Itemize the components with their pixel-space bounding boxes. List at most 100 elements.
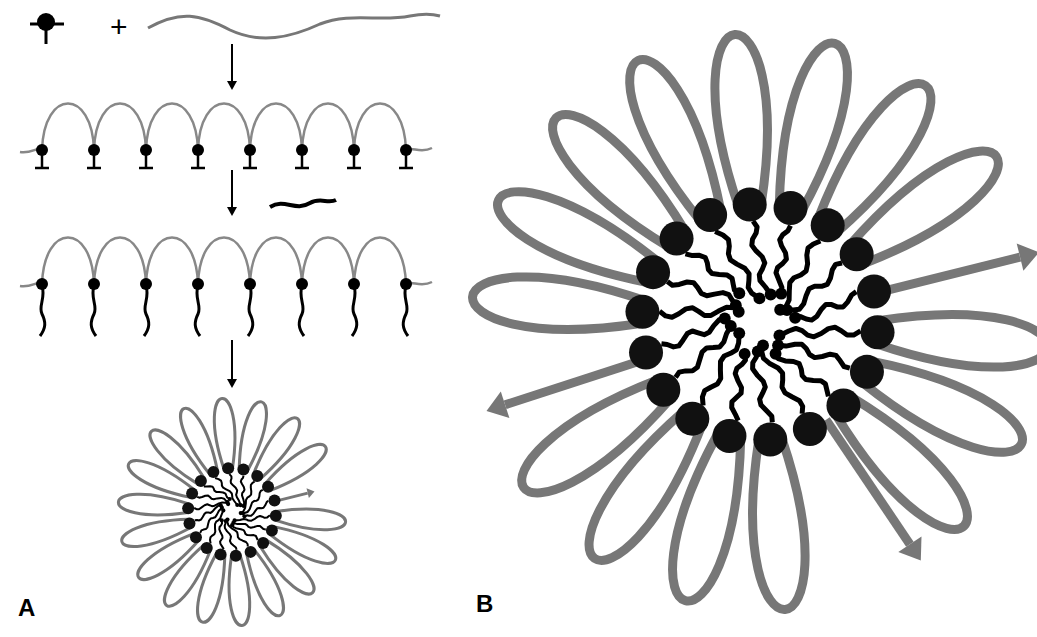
- head-group: [269, 495, 281, 507]
- hydrophobic-tail: [91, 286, 96, 336]
- panel-letter: B: [476, 592, 493, 616]
- monomer-dot: [36, 278, 48, 290]
- head-group: [693, 198, 727, 232]
- corona-loop: [229, 555, 250, 625]
- monomer-dot: [88, 144, 100, 156]
- head-group: [190, 531, 202, 543]
- hydrophobic-tail: [780, 241, 820, 310]
- monomer-stem: [191, 167, 205, 170]
- corona-loop: [118, 494, 188, 515]
- polymer-loops: [20, 104, 432, 153]
- head-group: [826, 388, 860, 422]
- tail-end: [789, 312, 801, 324]
- head-group: [733, 187, 767, 221]
- corona-loop: [630, 60, 721, 221]
- hydrophobic-tail: [215, 478, 237, 505]
- head-group: [195, 475, 207, 487]
- head-group: [850, 355, 884, 389]
- head-group: [186, 487, 198, 499]
- step-arrow: [231, 340, 233, 380]
- head-group: [712, 419, 746, 453]
- hydrophobic-tail: [40, 286, 45, 336]
- hydrophobic-tail: [225, 521, 237, 550]
- monomer-dot: [296, 144, 308, 156]
- monomer-stem: [243, 167, 257, 170]
- hydrophobic-tail: [144, 286, 149, 336]
- hydrophobic-tail: [197, 496, 227, 502]
- monomer-dot: [192, 144, 204, 156]
- arrow-head: [227, 379, 237, 388]
- hydrophobic-tail: [194, 502, 228, 509]
- monomer-dot: [192, 278, 204, 290]
- hydrophobic-tail: [235, 515, 270, 521]
- head-group: [215, 549, 227, 561]
- tail-end: [770, 348, 782, 360]
- monomer-stem: [87, 167, 101, 170]
- corona-loop: [876, 315, 1037, 367]
- monomer-dot: [36, 144, 48, 156]
- head-group: [201, 542, 213, 554]
- arrow-head: [898, 536, 921, 560]
- monomer-dot: [88, 278, 100, 290]
- monomer-dot: [244, 278, 256, 290]
- polymer-chain: [148, 14, 440, 38]
- hydrophobic-tail: [352, 286, 357, 336]
- hydrophobic-tail: [241, 476, 245, 506]
- tail-end: [719, 313, 731, 325]
- hydrophobic-tail: [248, 286, 253, 336]
- monomer-dot: [348, 278, 360, 290]
- tail-end: [224, 519, 228, 523]
- corona-loop: [214, 398, 235, 468]
- head-group: [182, 502, 194, 514]
- corona-loop: [275, 509, 345, 530]
- head-group: [230, 550, 242, 562]
- monomer-dot: [348, 144, 360, 156]
- corona-loop: [254, 418, 300, 479]
- corona-loop: [753, 438, 805, 609]
- corona-loop: [128, 461, 194, 498]
- corona-loop: [122, 519, 191, 546]
- head-group: [636, 255, 670, 289]
- corona-loop: [862, 361, 1023, 452]
- tail-end: [765, 289, 777, 301]
- hydrophobic-tail: [245, 501, 269, 517]
- chain-end: [505, 358, 648, 404]
- head-group: [270, 510, 282, 522]
- hydrophobic-tail: [732, 354, 746, 421]
- hydrophobic-tail: [660, 307, 739, 317]
- head-group: [793, 412, 827, 446]
- head-group: [675, 402, 709, 436]
- head-group: [629, 336, 663, 370]
- head-group: [251, 470, 263, 482]
- hydrophobic-tail: [243, 490, 263, 514]
- monomer-dot: [140, 278, 152, 290]
- arrow-head: [227, 207, 237, 216]
- monomer-dot: [296, 278, 308, 290]
- hydrophobic-tail: [667, 282, 735, 306]
- corona-loop: [247, 550, 284, 616]
- head-group: [222, 462, 234, 474]
- head-group: [183, 517, 195, 529]
- monomer-dot: [140, 144, 152, 156]
- arrow-head: [487, 392, 510, 419]
- corona-loop: [239, 402, 266, 471]
- hydrophobic-tail: [795, 292, 856, 321]
- hydrophobic-tail: [195, 286, 200, 336]
- head-group: [861, 315, 895, 349]
- step-arrow: [231, 44, 233, 82]
- hydrophobic-tail: [753, 351, 773, 422]
- corona-loop: [779, 43, 847, 212]
- hydrophobic-chain: [270, 200, 336, 207]
- monomer-dot: [400, 144, 412, 156]
- head-group: [753, 423, 787, 457]
- head-group: [811, 208, 845, 242]
- corona-loop: [270, 527, 336, 564]
- monomer-dot: [244, 144, 256, 156]
- arrow-head: [227, 81, 237, 90]
- head-group: [660, 222, 694, 256]
- corona-loop: [265, 445, 326, 491]
- hydrophobic-tail: [232, 525, 258, 540]
- head-group: [840, 237, 874, 271]
- head-group: [625, 295, 659, 329]
